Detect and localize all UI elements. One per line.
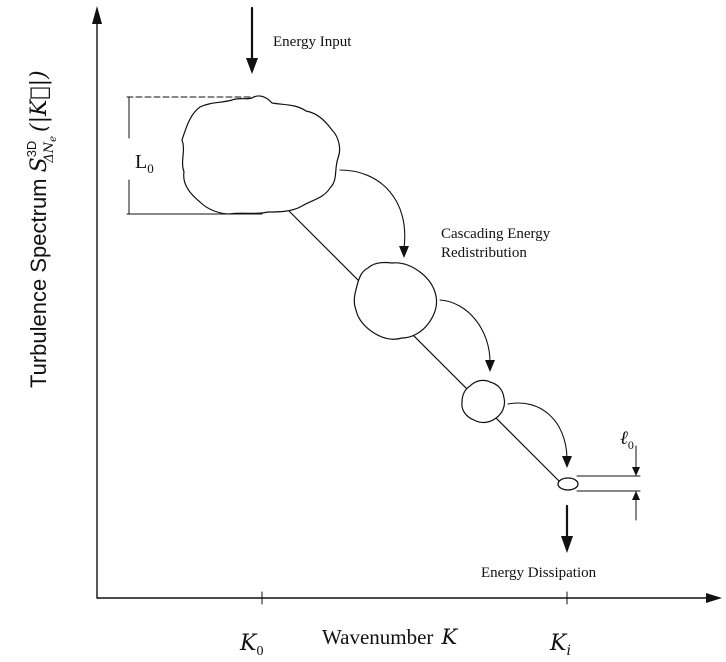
inner-scale-marker: ℓ0 <box>576 427 641 521</box>
x-axis-arrowhead <box>706 593 722 603</box>
y-axis-arrowhead <box>92 6 102 24</box>
energy-dissipation-label: Energy Dissipation <box>481 565 597 581</box>
dissipation-eddy <box>557 477 579 491</box>
cascade-arrow-2 <box>439 299 491 363</box>
cascade-arrows <box>339 169 572 468</box>
large-eddy <box>181 95 341 215</box>
cascade-arrow-1-head <box>399 246 409 258</box>
inner-scale-label: ℓ0 <box>620 427 634 452</box>
x-tick-label-Ki: Ki <box>549 631 571 659</box>
spectrum-slope-line <box>284 206 564 486</box>
energy-input-label: Energy Input <box>273 34 352 50</box>
outer-scale-label: L0 <box>135 151 154 176</box>
cascade-label-line2: Redistribution <box>441 245 527 261</box>
cascade-label-line1: Cascading Energy <box>441 226 551 242</box>
cascade-arrow-2-head <box>485 360 495 372</box>
cascade-arrow-3-head <box>562 456 572 468</box>
energy-input-arrow <box>246 6 258 74</box>
cascade-arrow-3 <box>507 402 568 459</box>
small-eddy <box>461 379 506 424</box>
cascade-arrow-1 <box>339 169 406 249</box>
energy-dissipation-arrow <box>561 504 573 553</box>
medium-eddy <box>353 261 438 340</box>
axes <box>92 6 722 605</box>
outer-scale-marker: L0 <box>126 96 263 215</box>
x-tick-label-K0: K0 <box>239 631 263 659</box>
